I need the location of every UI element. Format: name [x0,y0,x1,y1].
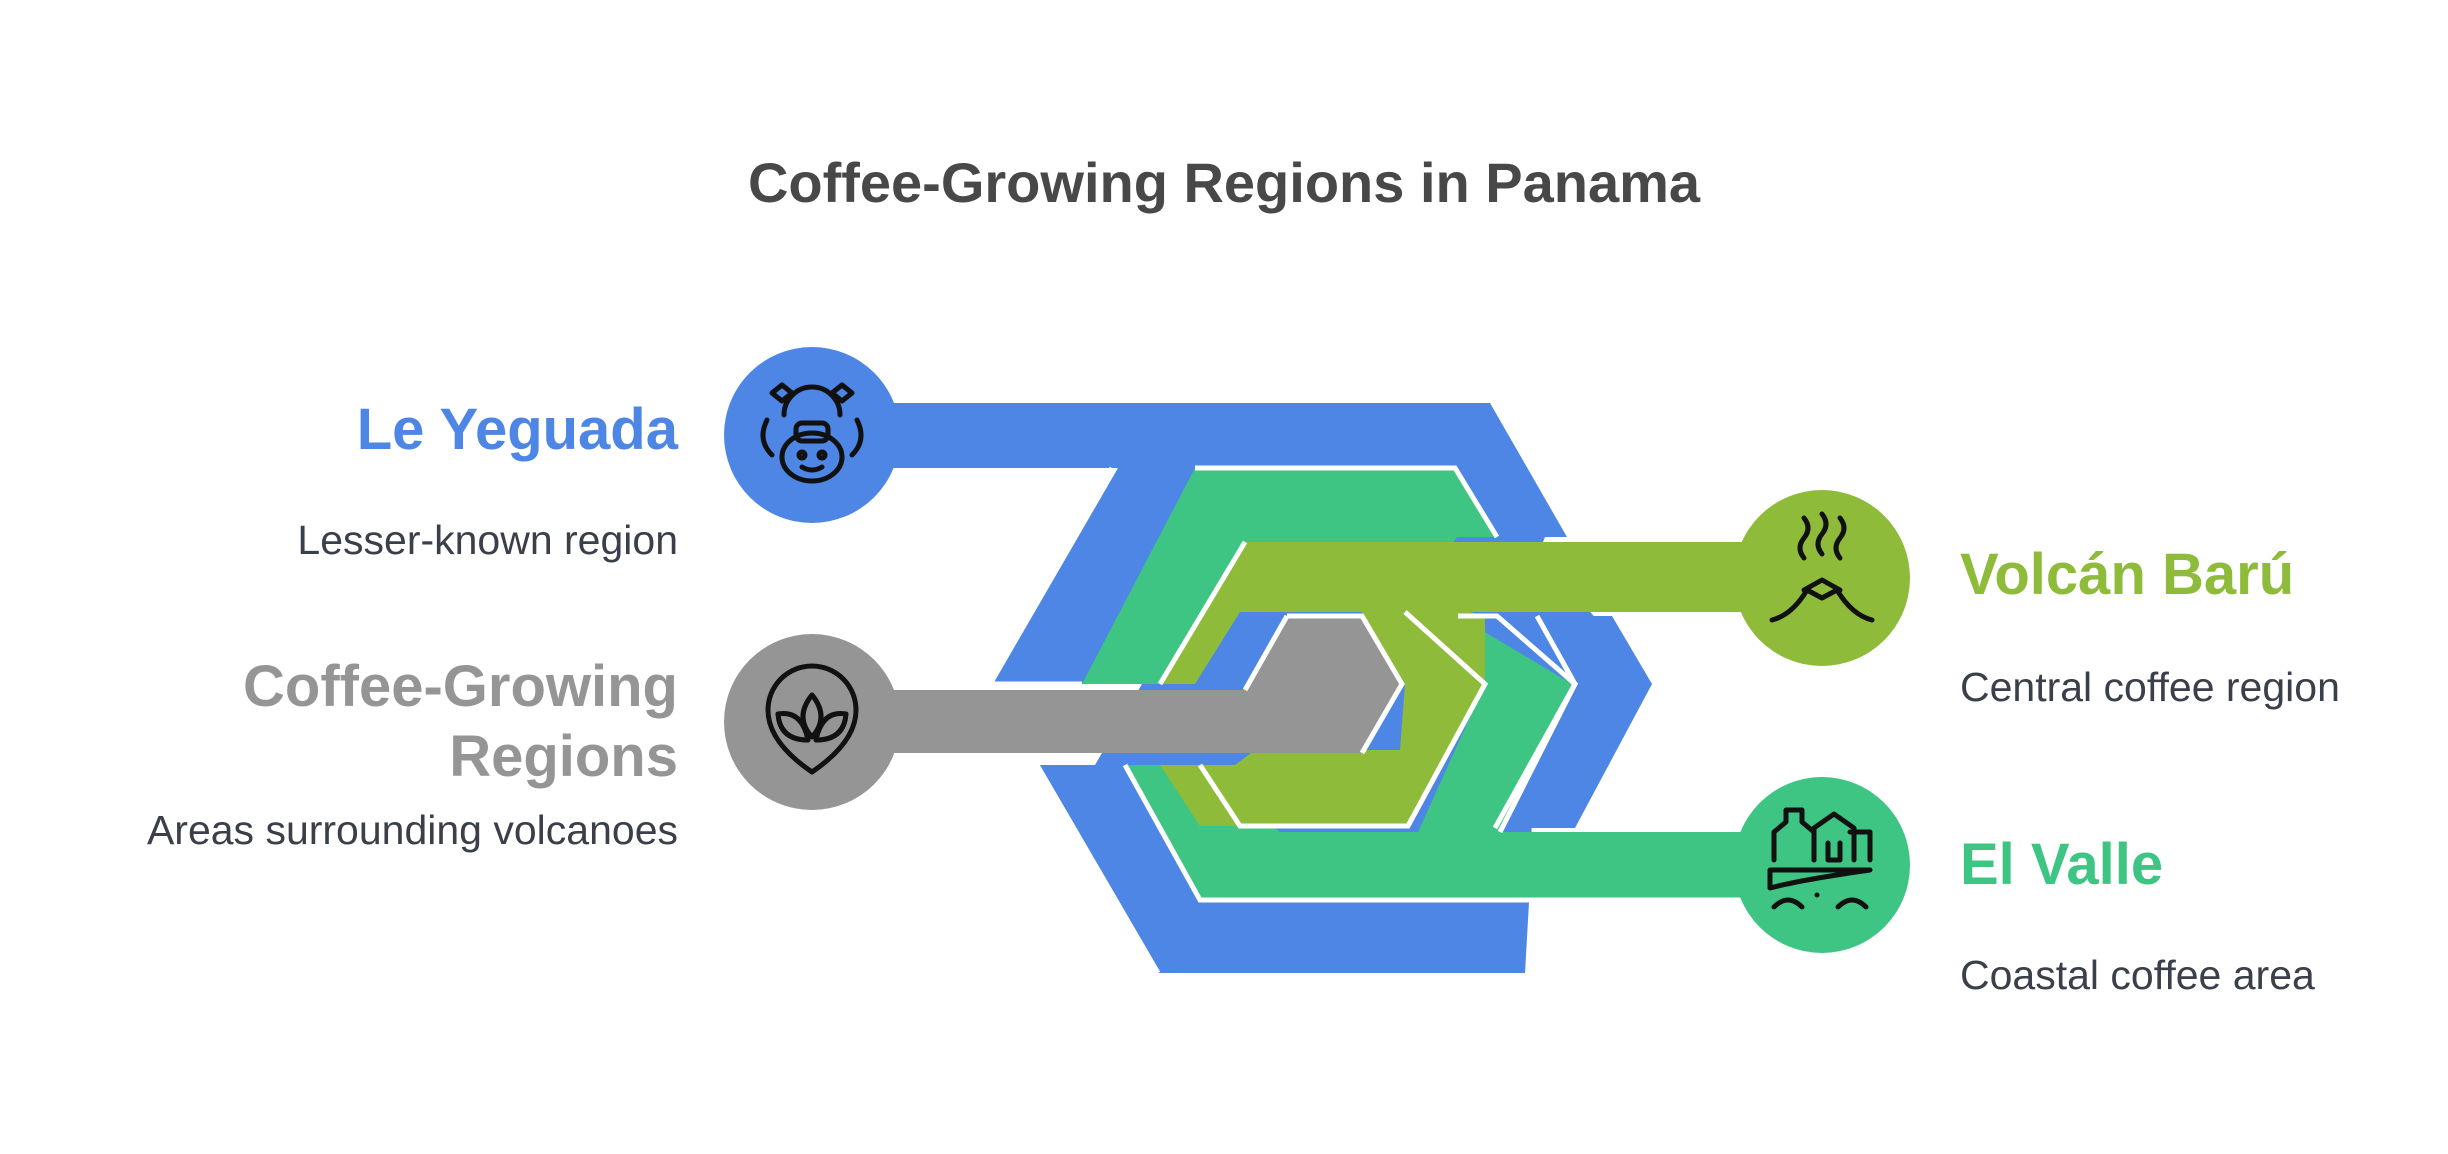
page-title: Coffee-Growing Regions in Panama [747,151,1701,214]
band-coffee-growing-regions [882,616,1402,753]
region-desc-le-yeguada: Lesser-known region [297,517,678,563]
volcano-icon [1769,511,1875,623]
village-landscape-icon [1767,807,1873,910]
region-desc-el-valle: Coastal coffee area [1960,952,2315,998]
mountain-creature-icon [760,382,864,484]
band-volcan-baru [1160,542,1750,826]
leaf-pin-icon [765,663,859,775]
node-coffee-growing-regions [724,634,900,810]
node-el-valle [1734,777,1910,953]
region-name-el-valle: El Valle [1960,832,2164,897]
region-name-coffee-growing-regions: Coffee-Growing Regions [243,654,678,789]
region-name-le-yeguada: Le Yeguada [356,397,678,462]
band-le-yeguada-wedge [1495,616,1652,828]
region-desc-coffee-growing-regions: Areas surrounding volcanoes [146,807,678,853]
region-name-volcan-baru: Volcán Barú [1960,542,2295,607]
region-desc-volcan-baru: Central coffee region [1960,664,2340,710]
